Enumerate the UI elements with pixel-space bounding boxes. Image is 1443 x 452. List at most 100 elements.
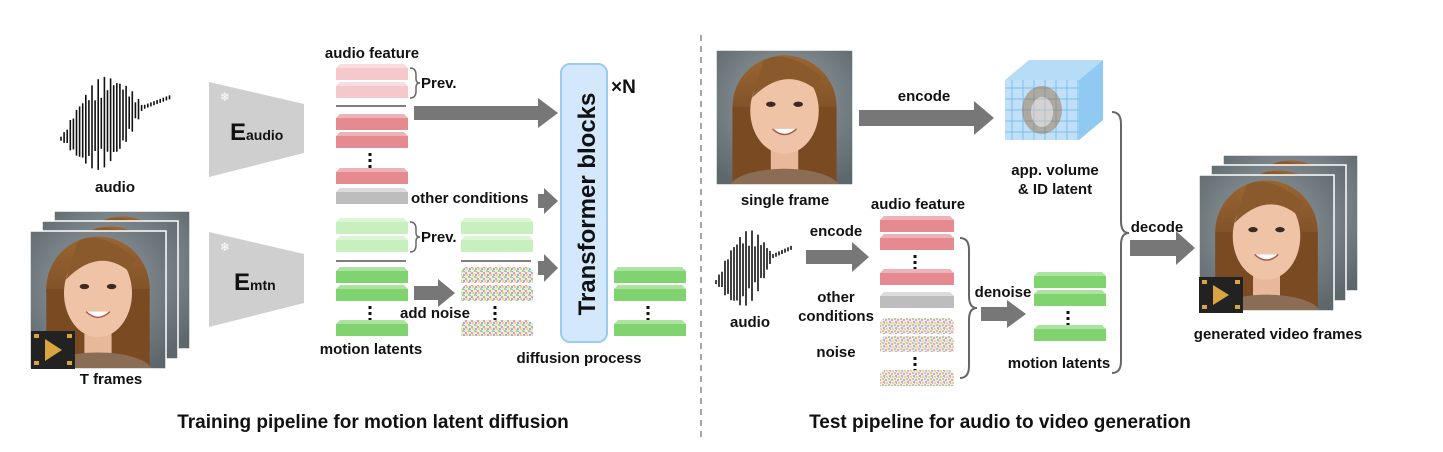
noisy-latent-blocks bbox=[461, 218, 533, 336]
train-motion-latents-label: motion latents bbox=[320, 341, 423, 358]
motion-block bbox=[1034, 272, 1106, 288]
test-caption: Test pipeline for audio to video generat… bbox=[809, 412, 1191, 433]
svg-text:Emtn: Emtn bbox=[234, 269, 276, 296]
noise-blocks bbox=[880, 318, 954, 386]
ellipsis-dots bbox=[368, 306, 372, 321]
denoise-brace bbox=[959, 237, 978, 379]
denoise-label: denoise bbox=[975, 284, 1032, 301]
decode-label: decode bbox=[1131, 219, 1184, 236]
prev-motion-block bbox=[336, 218, 408, 234]
arrow-denoise bbox=[981, 300, 1026, 328]
decode-brace bbox=[1111, 111, 1130, 374]
train-audio-label: audio bbox=[95, 179, 135, 196]
motion-block bbox=[336, 320, 408, 336]
other-condition-block bbox=[880, 292, 954, 308]
ellipsis-dots bbox=[913, 255, 917, 270]
audio-block bbox=[336, 114, 408, 130]
transformer-blocks: Transformer blocks bbox=[560, 63, 608, 343]
motion-block bbox=[614, 320, 686, 336]
motion-block bbox=[1034, 290, 1106, 306]
audio-block bbox=[880, 234, 954, 250]
waveform-icon bbox=[715, 230, 792, 306]
diffusion-process-label: diffusion process bbox=[516, 350, 641, 367]
ellipsis-dots bbox=[646, 306, 650, 321]
waveform-icon bbox=[60, 76, 171, 170]
encode-top-label: encode bbox=[898, 88, 951, 105]
audio-block bbox=[336, 132, 408, 148]
app-volume-label-line1: app. volume bbox=[1011, 162, 1099, 179]
other-conditions-line1: other bbox=[817, 289, 855, 306]
motion-encoder: ❄ Emtn bbox=[209, 232, 304, 327]
audio-feature-blocks bbox=[880, 216, 954, 285]
film-strip-icon bbox=[31, 331, 75, 369]
svg-text:Eaudio: Eaudio bbox=[230, 119, 283, 146]
face-photo-icon bbox=[715, 49, 854, 186]
motion-block bbox=[336, 267, 408, 283]
arrow-encode-audio bbox=[806, 242, 869, 272]
times-n-label: ×N bbox=[611, 77, 636, 98]
ellipsis-dots bbox=[493, 306, 497, 321]
audio-block bbox=[336, 168, 408, 184]
face-photo-icon bbox=[29, 230, 167, 370]
prev-audio-block bbox=[336, 82, 408, 98]
motion-block bbox=[336, 285, 408, 301]
ellipsis-dots bbox=[1066, 311, 1070, 326]
motion-block bbox=[1034, 325, 1106, 341]
add-noise-arrow bbox=[414, 279, 455, 307]
arrow-decode bbox=[1130, 231, 1195, 265]
arrow-audio-to-transformer bbox=[414, 98, 558, 128]
play-icon bbox=[45, 339, 62, 361]
output-latent-blocks bbox=[614, 267, 686, 336]
ellipsis-dots bbox=[368, 153, 372, 168]
prev-motion-block bbox=[461, 236, 533, 252]
appearance-volume-cube bbox=[1005, 60, 1103, 140]
other-conditions-line2: conditions bbox=[798, 308, 874, 325]
noise-block bbox=[880, 318, 954, 334]
audio-encoder: ❄ Eaudio bbox=[209, 82, 304, 177]
arrow-noisy-to-transformer bbox=[538, 254, 558, 282]
train-other-conditions-label: other conditions bbox=[411, 190, 529, 207]
arrow-encode-top bbox=[859, 101, 994, 135]
motion-block bbox=[614, 285, 686, 301]
audio-block bbox=[880, 216, 954, 232]
motion-latent-blocks bbox=[1034, 272, 1106, 341]
prev-motion-block bbox=[461, 218, 533, 234]
play-icon bbox=[1213, 285, 1229, 305]
noisy-block bbox=[461, 285, 533, 301]
encode-audio-label: encode bbox=[810, 223, 863, 240]
add-noise-label: add noise bbox=[400, 305, 470, 322]
generated-frames-label: generated video frames bbox=[1194, 326, 1362, 343]
svg-text:Transformer blocks: Transformer blocks bbox=[574, 93, 601, 316]
other-condition-block bbox=[336, 188, 408, 204]
film-strip-icon bbox=[1199, 277, 1243, 313]
test-motion-latents-label: motion latents bbox=[1008, 355, 1111, 372]
generated-frames-stack bbox=[1198, 154, 1359, 313]
prev-brace bbox=[409, 221, 421, 253]
prev-brace bbox=[409, 67, 421, 99]
arrow-conditions-to-transformer bbox=[538, 188, 558, 214]
test-audio-label: audio bbox=[730, 314, 770, 331]
noisy-block bbox=[461, 267, 533, 283]
snowflake-icon: ❄ bbox=[220, 90, 230, 104]
train-audio-feature-label: audio feature bbox=[325, 45, 419, 62]
prev-motion-block bbox=[336, 236, 408, 252]
audio-feature-blocks bbox=[336, 64, 408, 184]
noisy-block bbox=[461, 320, 533, 336]
prev-audio-block bbox=[336, 64, 408, 80]
audio-block bbox=[880, 269, 954, 285]
single-frame-label: single frame bbox=[741, 192, 829, 209]
noise-block bbox=[880, 370, 954, 386]
test-audio-feature-label: audio feature bbox=[871, 196, 965, 213]
motion-latent-blocks bbox=[336, 218, 408, 336]
snowflake-icon: ❄ bbox=[220, 240, 230, 254]
motion-block bbox=[614, 267, 686, 283]
training-frames-stack bbox=[29, 210, 191, 370]
ellipsis-dots bbox=[913, 357, 917, 372]
train-frames-label: T frames bbox=[80, 371, 143, 388]
train-prev-label-bottom: Prev. bbox=[421, 229, 457, 246]
app-volume-label-line2: & ID latent bbox=[1018, 181, 1092, 198]
train-prev-label-top: Prev. bbox=[421, 75, 457, 92]
training-caption: Training pipeline for motion latent diff… bbox=[177, 412, 569, 433]
